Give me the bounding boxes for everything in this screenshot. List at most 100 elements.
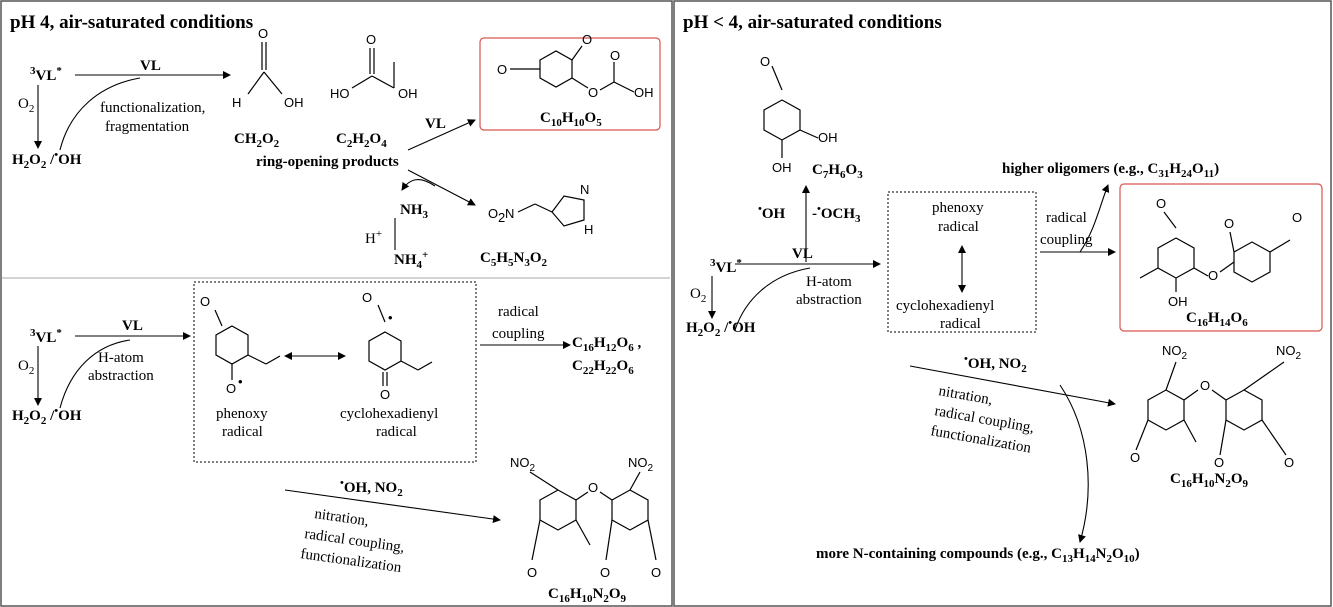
o2-right: O2 <box>690 286 706 305</box>
svg-text:O: O <box>588 480 598 495</box>
curve-nh3 <box>401 179 436 191</box>
triplet-vl-top: 3VL* <box>30 65 62 84</box>
func-frag-label-1: functionalization, <box>100 100 205 116</box>
svg-text:O: O <box>1130 450 1140 465</box>
right-panel-frame <box>673 0 1332 607</box>
cyclo-right-2: radical <box>940 316 981 332</box>
phenoxy-label-left-2: radical <box>222 424 263 440</box>
vl-bottom-label: VL <box>122 318 143 334</box>
svg-text:O: O <box>366 32 376 47</box>
radical-right-2: coupling <box>1040 232 1093 248</box>
arrow-to-oligomers <box>1079 184 1110 253</box>
svg-text:O: O <box>1224 216 1234 231</box>
phenoxy-label-left-1: phenoxy <box>216 406 268 422</box>
svg-text:O: O <box>651 565 661 580</box>
svg-text:O: O <box>1156 196 1166 211</box>
vl-top-label: VL <box>140 58 161 74</box>
svg-text:O: O <box>582 32 592 47</box>
svg-text:H: H <box>584 222 593 237</box>
svg-text:O: O <box>380 387 390 402</box>
h-atom-right: H-atom <box>806 274 852 290</box>
left-heading: pH 4, air-saturated conditions <box>10 12 253 33</box>
oh-label-right: •OH <box>758 203 786 222</box>
svg-text:O: O <box>527 565 537 580</box>
c7h6o3-structure: O OH OH <box>760 54 838 175</box>
phenoxy-right-2: radical <box>938 219 979 235</box>
svg-text:NO2: NO2 <box>1162 343 1188 362</box>
boxed-product-left <box>479 37 661 131</box>
more-n-compounds-label: more N-containing compounds (e.g., C13H1… <box>816 546 1140 565</box>
svg-text:HO: HO <box>330 86 350 101</box>
arrow-nitration-right <box>909 365 1116 407</box>
svg-text:OH: OH <box>818 130 838 145</box>
cyclo-right-1: cyclohexadienyl <box>896 298 994 314</box>
hplus-label: H+ <box>365 228 382 247</box>
svg-text:OH: OH <box>284 95 304 110</box>
c22h22o6-formula: C22H22O6 <box>572 358 634 377</box>
svg-text:O: O <box>258 26 268 41</box>
svg-text:N: N <box>505 206 514 221</box>
c16h12o6-formula: C16H12O6 , <box>572 335 641 354</box>
radical-label-left-2: coupling <box>492 326 545 342</box>
ring-opening-label: ring-opening products <box>256 154 399 170</box>
c2h2o4-formula: C2H2O4 <box>336 131 387 150</box>
c10h10o5-structure: O O O O OH <box>497 32 654 100</box>
abstraction-label: abstraction <box>88 368 154 384</box>
o2-bottom: O2 <box>18 358 34 377</box>
svg-text:2: 2 <box>498 210 505 225</box>
svg-text:O: O <box>1200 378 1210 393</box>
svg-text:OH: OH <box>634 85 654 100</box>
ch2o2-formula: CH2O2 <box>234 131 280 150</box>
h2o2-oh-bottom: H2O2 /•OH <box>12 405 82 427</box>
svg-text:O: O <box>1292 210 1302 225</box>
svg-text:O: O <box>1208 268 1218 283</box>
svg-text:OH: OH <box>1168 294 1188 309</box>
nitration-left-1: nitration, <box>313 506 369 529</box>
arrow-nitration-left <box>284 489 501 523</box>
left-panel-frame <box>0 0 673 607</box>
nh4-label: NH4+ <box>394 249 428 271</box>
arrow-to-boxed <box>407 119 476 151</box>
c16h10n2o9-right: C16H10N2O9 <box>1170 471 1249 490</box>
c16h10n2o9-left: C16H10N2O9 <box>548 586 627 605</box>
h-atom-label: H-atom <box>98 350 144 366</box>
c16h14o6-structure: O O OH O O <box>1139 196 1302 309</box>
cyclo-label-left-2: radical <box>376 424 417 440</box>
svg-text:•: • <box>388 310 393 325</box>
abstraction-right: abstraction <box>796 292 862 308</box>
svg-text:H: H <box>232 95 241 110</box>
formic-acid-structure: O H OH <box>232 26 304 110</box>
radical-label-left-1: radical <box>498 304 539 320</box>
c10h10o5-formula: C10H10O5 <box>540 110 602 129</box>
right-panel: pH < 4, air-saturated conditions O OH OH… <box>683 12 1323 565</box>
nitrated-dimer-left: NO2 NO2 O O O O <box>510 455 661 580</box>
vl-label-2: VL <box>425 116 446 132</box>
oh-no2-right: •OH, NO2 <box>964 353 1027 375</box>
svg-text:OH: OH <box>772 160 792 175</box>
arrow-to-imidazole <box>407 169 476 206</box>
triplet-vl-right: 3VL* <box>710 257 742 276</box>
svg-text:O: O <box>1214 455 1224 470</box>
func-frag-label-2: fragmentation <box>105 119 190 135</box>
cyclohexadienyl-structure-left: O • O <box>362 290 433 402</box>
svg-text:•: • <box>238 374 243 389</box>
svg-text:O: O <box>1284 455 1294 470</box>
svg-text:O: O <box>497 62 507 77</box>
svg-text:O: O <box>200 294 210 309</box>
resonance-box-left <box>193 281 477 463</box>
och3-label-right: -•OCH3 <box>812 203 861 225</box>
h2o2-oh-top: H2O2 /•OH <box>12 149 82 171</box>
svg-text:O: O <box>488 206 498 221</box>
higher-oligomers-label: higher oligomers (e.g., C31H24O11) <box>1002 161 1219 180</box>
cyclo-label-left-1: cyclohexadienyl <box>340 406 438 422</box>
c16h14o6-formula: C16H14O6 <box>1186 310 1248 329</box>
right-heading: pH < 4, air-saturated conditions <box>683 12 942 33</box>
c5h5n3o2-formula: C5H5N3O2 <box>480 250 548 269</box>
svg-text:O: O <box>362 290 372 305</box>
svg-text:O: O <box>226 381 236 396</box>
oxalic-acid-structure: HO O OH <box>330 32 418 101</box>
svg-text:O: O <box>610 48 620 63</box>
left-panel: pH 4, air-saturated conditions 3VL* VL f… <box>2 12 670 605</box>
curve-top <box>59 77 141 151</box>
